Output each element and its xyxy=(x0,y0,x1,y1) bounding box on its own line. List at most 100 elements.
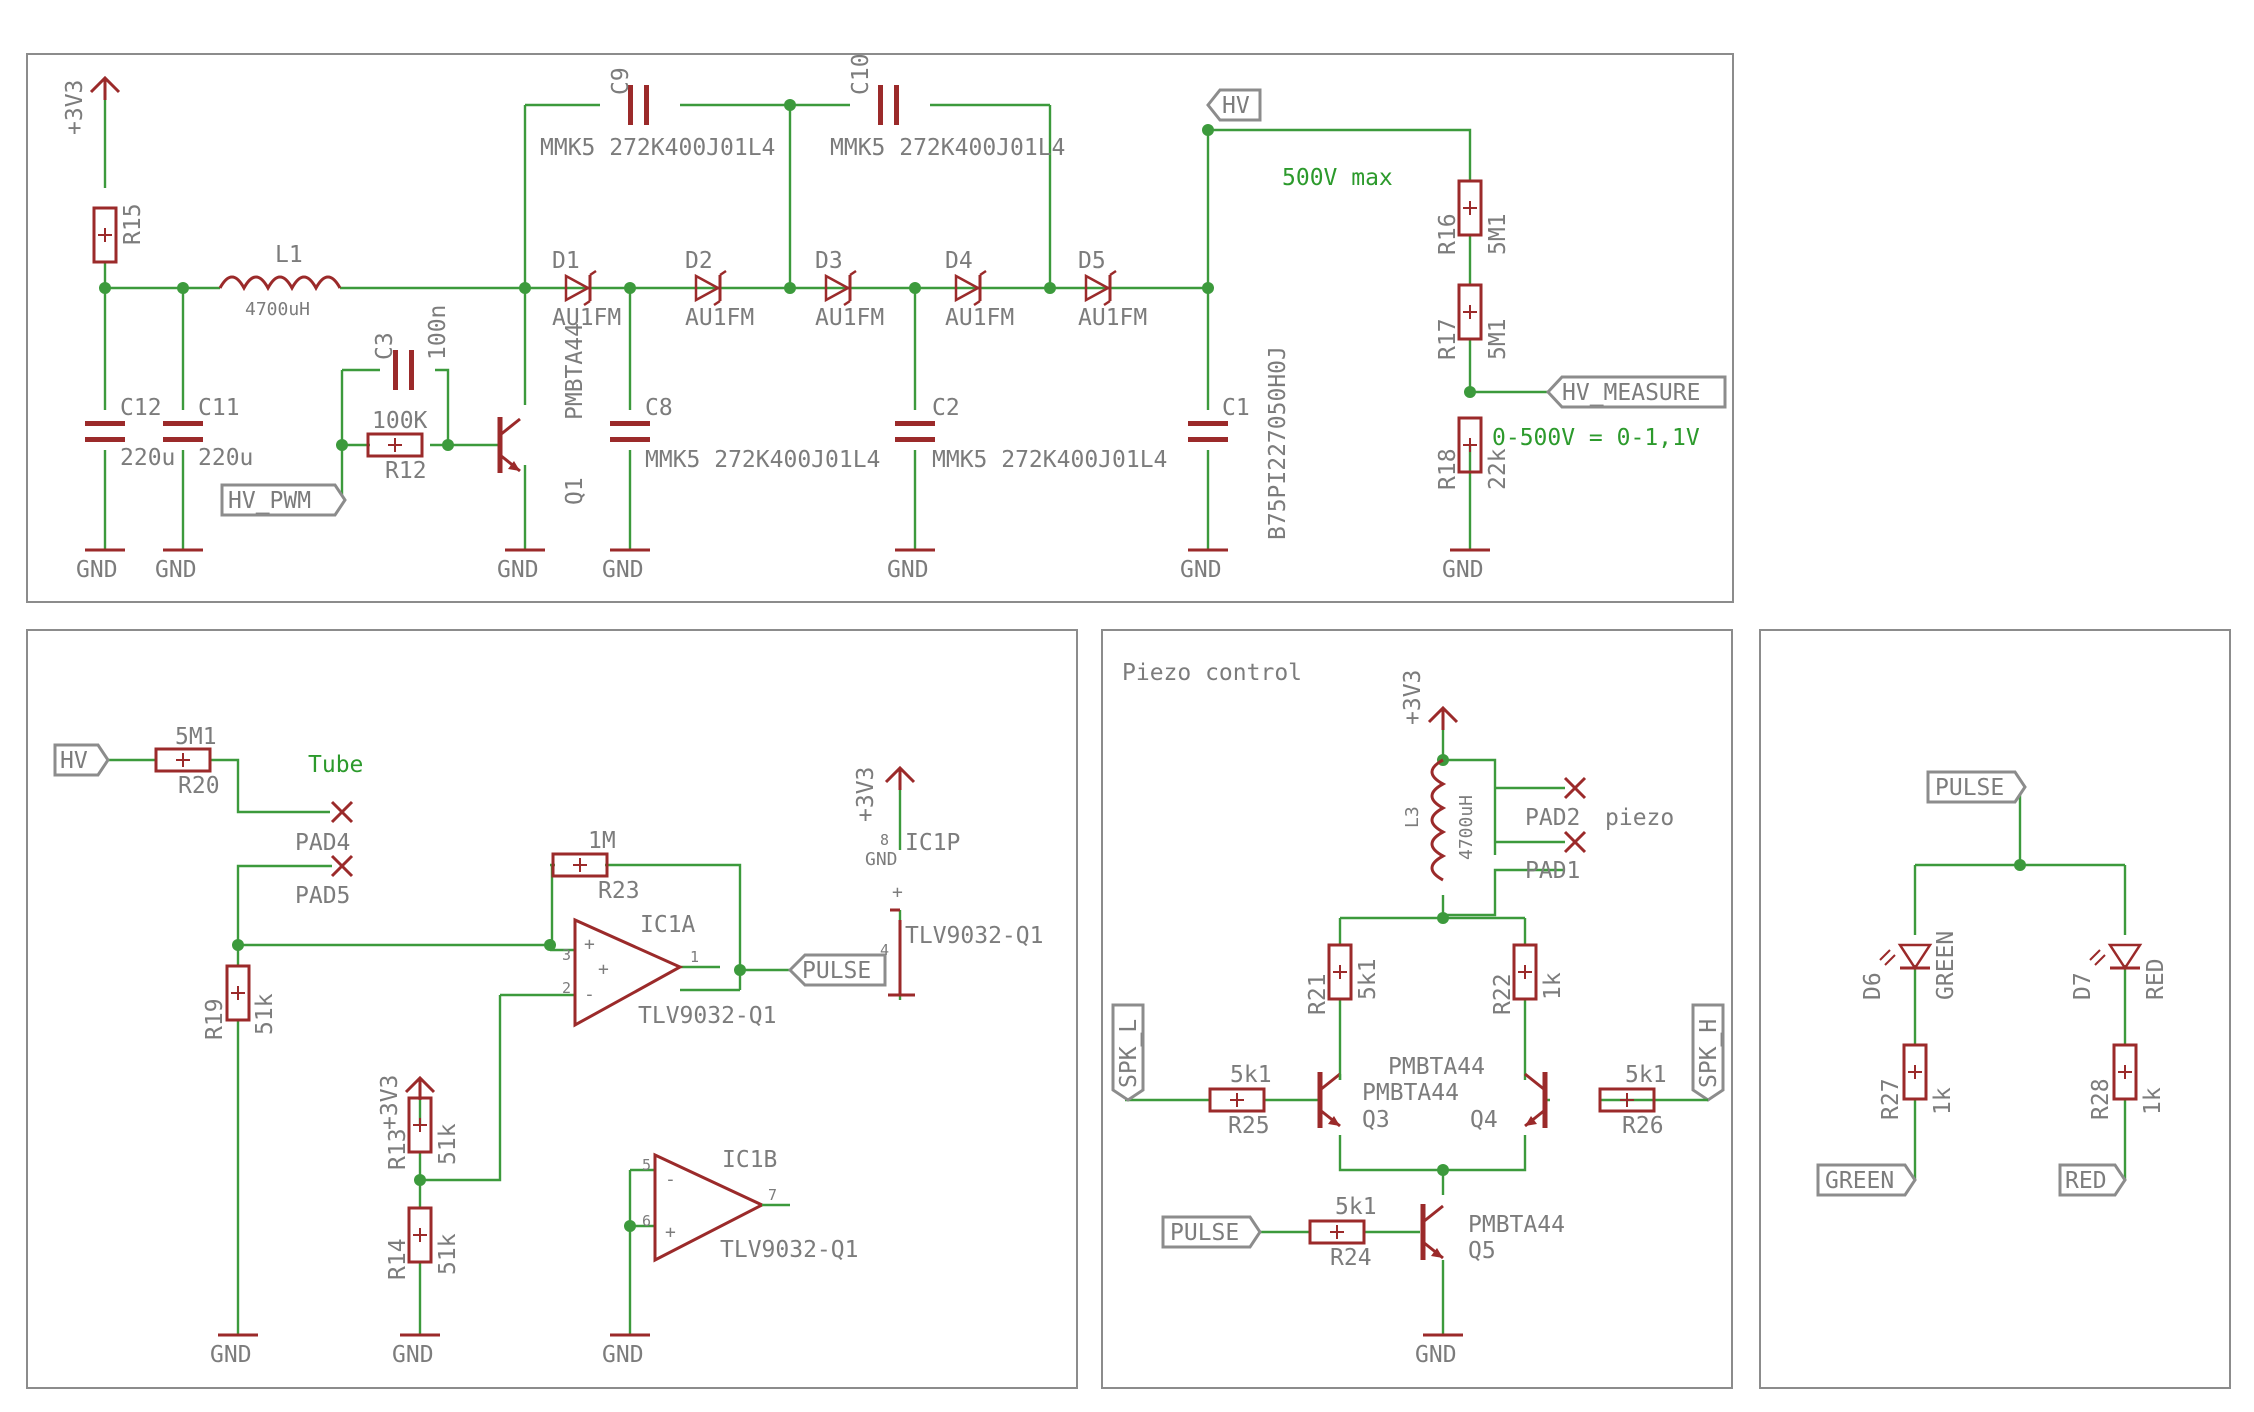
d1-label: D1 xyxy=(552,248,580,274)
r21-resistor-icon xyxy=(1327,943,1353,1001)
hv-measure-flag xyxy=(1545,375,1727,409)
r19-value: 51k xyxy=(252,993,278,1035)
r23-resistor-icon xyxy=(551,852,609,878)
r24-label: R24 xyxy=(1330,1245,1372,1271)
tube-hv-label: HV xyxy=(60,748,88,774)
r20-label: R20 xyxy=(178,773,220,799)
c1-label: C1 xyxy=(1222,395,1250,421)
ic1p-pin-gnd: GND xyxy=(865,849,898,870)
r12-label: R12 xyxy=(385,458,427,484)
d3-label: D3 xyxy=(815,248,843,274)
hv-pwm-label: HV_PWM xyxy=(228,488,311,514)
r28-resistor-icon xyxy=(2112,1043,2138,1101)
r27-resistor-icon xyxy=(1902,1043,1928,1101)
d7-label: D7 xyxy=(2070,972,2096,1000)
max-voltage-note: 500V max xyxy=(1282,165,1393,191)
r20-resistor-icon xyxy=(154,747,212,773)
ic1a-value: TLV9032-Q1 xyxy=(638,1003,776,1029)
ic1a-label: IC1A xyxy=(640,912,696,938)
hv-measure-label: HV_MEASURE xyxy=(1562,380,1700,406)
r25-value: 5k1 xyxy=(1230,1062,1272,1088)
c9-label: C9 xyxy=(608,67,634,95)
ic1p-pin4: 4 xyxy=(880,941,889,959)
r27-label: R27 xyxy=(1878,1078,1904,1120)
d7-value: RED xyxy=(2143,958,2169,1000)
ic1b-pin6: 6 xyxy=(642,1212,651,1230)
gnd-label: GND xyxy=(602,1342,644,1368)
ic1b-minus: - xyxy=(665,1169,676,1190)
l3-inductor-icon xyxy=(1430,758,1447,882)
c12-capacitor-icon xyxy=(85,421,125,442)
hv-label: HV xyxy=(1222,93,1250,119)
tube-pulse-label: PULSE xyxy=(802,958,871,984)
gnd-label: GND xyxy=(497,557,539,583)
spk-l-flag xyxy=(1111,1003,1145,1102)
led-pulse-label: PULSE xyxy=(1935,775,2004,801)
ic1b-opamp-icon xyxy=(653,1152,766,1263)
red-flag xyxy=(2058,1163,2127,1197)
c12-value: 220u xyxy=(120,445,175,471)
pad4-label: PAD4 xyxy=(295,830,350,856)
r12-value: 100K xyxy=(372,408,428,434)
q5-transistor-icon xyxy=(1423,1204,1443,1260)
r26-value: 5k1 xyxy=(1625,1062,1667,1088)
piezo-3v3-icon xyxy=(1427,706,1459,732)
d4-label: D4 xyxy=(945,248,973,274)
ic1a-pin1: 1 xyxy=(690,948,699,966)
gnd-label: GND xyxy=(155,557,197,583)
pad4-icon xyxy=(330,800,354,824)
q4-transistor-icon xyxy=(1525,1072,1545,1128)
r17-label: R17 xyxy=(1435,318,1461,360)
q4-label: Q4 xyxy=(1470,1107,1498,1133)
l1-value: 4700uH xyxy=(245,299,310,320)
hv-pwm-flag xyxy=(220,483,347,517)
tube-hv-flag xyxy=(53,743,110,777)
r18-value: 22k xyxy=(1485,448,1511,490)
piezo-section: Piezo control +3V3 L3 4700uH PAD2 PAD1 p… xyxy=(1111,660,1725,1368)
r21-value: 5k1 xyxy=(1355,958,1381,1000)
ic1a-plus-center: + xyxy=(598,959,609,980)
tube-note: Tube xyxy=(308,752,363,778)
gnd-label: GND xyxy=(210,1342,252,1368)
q1-value: PMBTA44 xyxy=(562,323,588,420)
c1-capacitor-icon xyxy=(1188,421,1228,442)
ic1p-pin8: 8 xyxy=(880,831,889,849)
c11-label: C11 xyxy=(198,395,240,421)
r18-label: R18 xyxy=(1435,448,1461,490)
c9-value: MMK5 272K400J01L4 xyxy=(540,135,775,161)
pad2-label: PAD2 xyxy=(1525,805,1580,831)
c2-capacitor-icon xyxy=(895,421,935,442)
r16-resistor-icon xyxy=(1457,179,1483,237)
r20-value: 5M1 xyxy=(175,724,217,750)
c12-label: C12 xyxy=(120,395,162,421)
c8-label: C8 xyxy=(645,395,673,421)
ic1a-opamp-icon xyxy=(573,917,684,1028)
c2-label: C2 xyxy=(932,395,960,421)
hv-supply-section: +3V3 R15 L1 4700uH C12 220u C11 220u C3 … xyxy=(62,53,1727,583)
spk-l-label: SPK_L xyxy=(1116,1019,1142,1088)
pad1-label: PAD1 xyxy=(1525,858,1580,884)
q4-value: PMBTA44 xyxy=(1388,1054,1485,1080)
q1-transistor-icon xyxy=(500,417,520,473)
d2-value: AU1FM xyxy=(685,305,754,331)
pad2-icon xyxy=(1563,776,1587,800)
r14-label: R14 xyxy=(385,1238,411,1280)
ic1b-label: IC1B xyxy=(722,1147,777,1173)
d5-value: AU1FM xyxy=(1078,305,1147,331)
r14-value: 51k xyxy=(435,1233,461,1275)
r28-value: 1k xyxy=(2140,1087,2166,1115)
r26-label: R26 xyxy=(1622,1113,1664,1139)
led-section: PULSE D6 GREEN D7 RED R27 1k R28 1k GREE… xyxy=(1816,770,2169,1197)
ic1b-pin7: 7 xyxy=(768,1186,777,1204)
ic1b-value: TLV9032-Q1 xyxy=(720,1237,858,1263)
piezo-frame xyxy=(1101,629,1733,1389)
r15-resistor-icon xyxy=(92,206,118,264)
ic1a-plus: + xyxy=(584,934,595,955)
c10-capacitor-icon xyxy=(878,85,899,125)
ic1p-label: IC1P xyxy=(905,830,960,856)
c8-value: MMK5 272K400J01L4 xyxy=(645,447,880,473)
led-pulse-flag xyxy=(1926,770,2027,804)
pad1-icon xyxy=(1563,830,1587,854)
c1-value: B75PI227050H0J xyxy=(1265,346,1291,540)
ic1a-pin3: 3 xyxy=(562,946,571,964)
